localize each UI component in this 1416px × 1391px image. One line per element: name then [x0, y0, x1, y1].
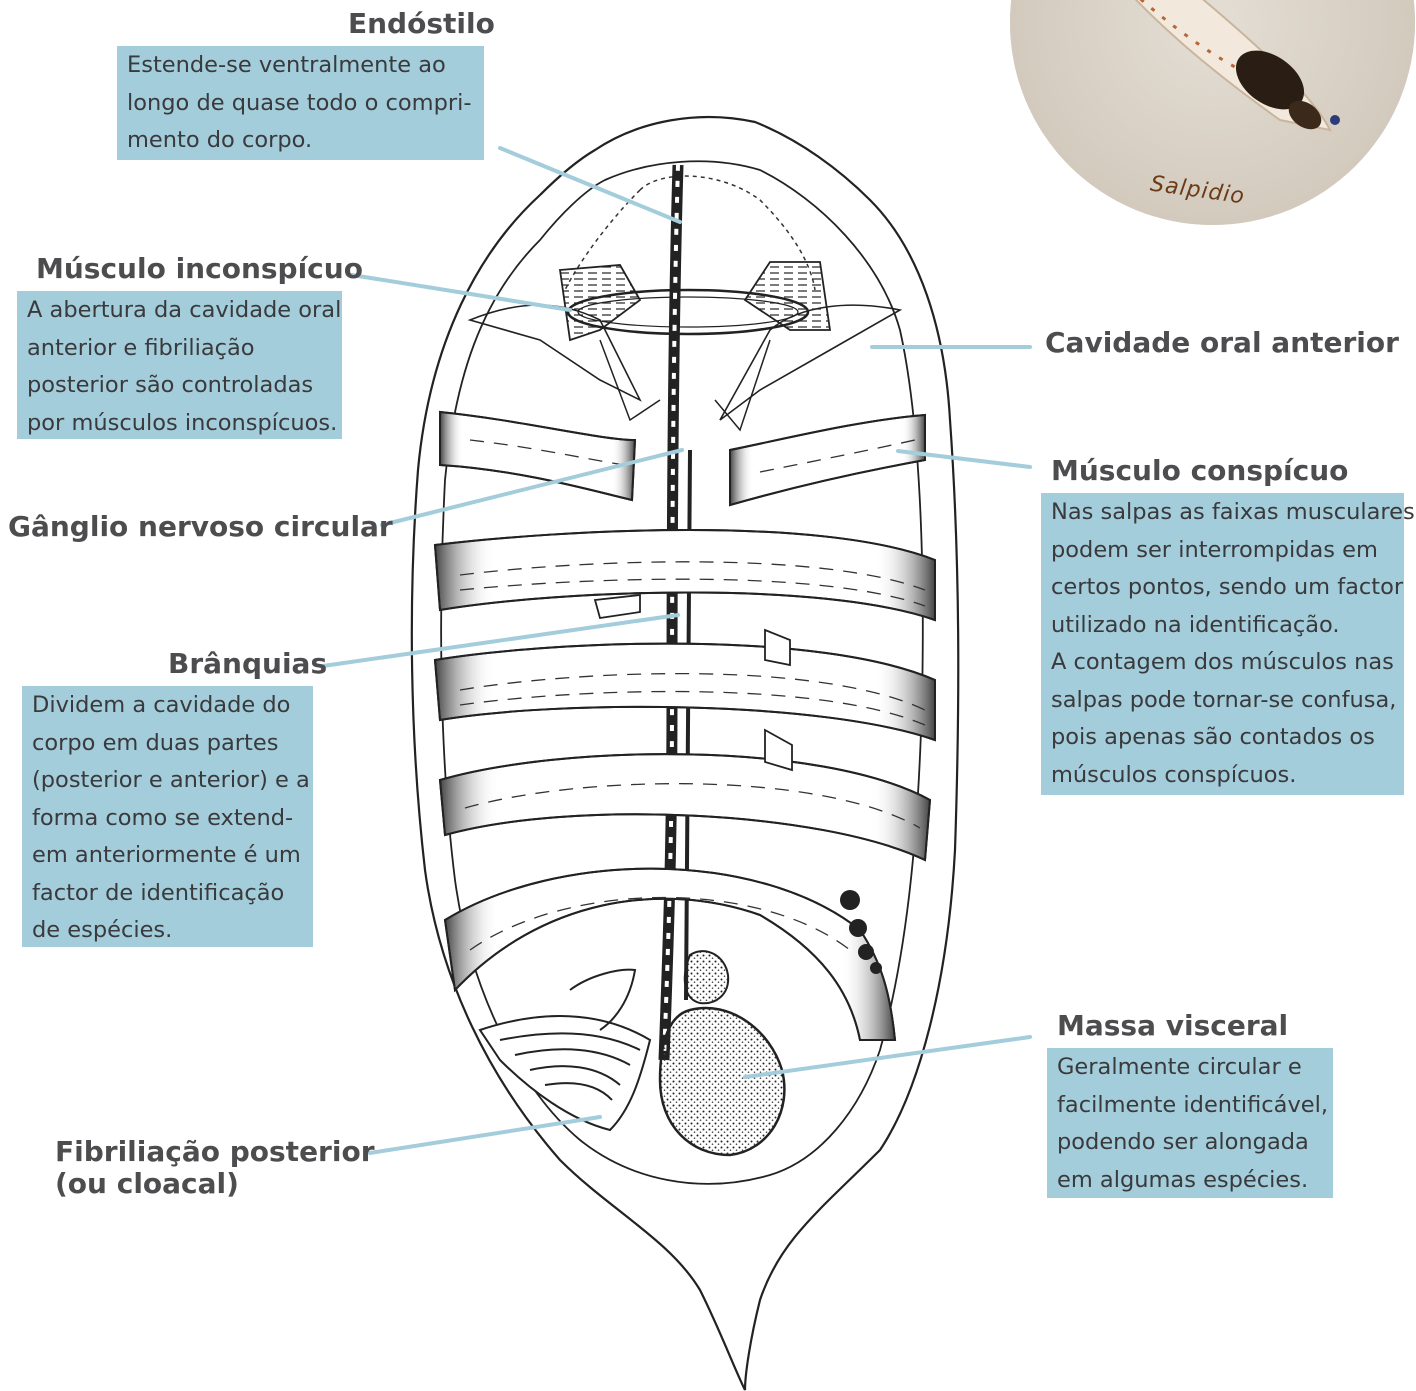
musculo-inconspicuo-line: por músculos inconspícuos.	[27, 405, 332, 443]
fibriliacao-title: Fibriliação posterior (ou cloacal)	[55, 1136, 375, 1200]
endostilo-line: mento do corpo.	[127, 122, 474, 160]
ganglio-title: Gânglio nervoso circular	[8, 511, 393, 543]
massa-visceral-line: facilmente identificável,	[1057, 1087, 1323, 1125]
musculo-conspicuo-box: Nas salpas as faixas musculares podem se…	[1041, 493, 1404, 795]
musculo-conspicuo-line: utilizado na identificação.	[1051, 607, 1394, 645]
musculo-conspicuo-title: Músculo conspícuo	[1051, 455, 1348, 487]
massa-visceral-box: Geralmente circular e facilmente identif…	[1047, 1048, 1333, 1198]
visceral-mass	[660, 1008, 784, 1155]
massa-visceral-line: podendo ser alongada	[1057, 1124, 1323, 1162]
musculo-conspicuo-line: pois apenas são contados os	[1051, 719, 1394, 757]
musculo-inconspicuo-line: posterior são controladas	[27, 367, 332, 405]
musculo-inconspicuo-line: A abertura da cavidade oral	[27, 292, 332, 330]
branquias-line: em anteriormente é um	[32, 837, 303, 875]
endostyle	[664, 165, 678, 1060]
cloacal-fibrillation	[480, 970, 650, 1130]
endostilo-title: Endóstilo	[348, 8, 495, 40]
branquias-line: (posterior e anterior) e a	[32, 762, 303, 800]
branquias-line: forma como se extend-	[32, 800, 303, 838]
musculo-conspicuo-line: Nas salpas as faixas musculares	[1051, 494, 1394, 532]
musculo-conspicuo-line: certos pontos, sendo um factor	[1051, 569, 1394, 607]
musculo-inconspicuo-box: A abertura da cavidade oral anterior e f…	[17, 291, 342, 439]
branquias-title: Brânquias	[168, 648, 327, 680]
musculo-inconspicuo-line: anterior e fibriliação	[27, 330, 332, 368]
branquias-line: Dividem a cavidade do	[32, 687, 303, 725]
musculo-conspicuo-line: podem ser interrompidas em	[1051, 532, 1394, 570]
musculo-conspicuo-line: salpas pode tornar-se confusa,	[1051, 682, 1394, 720]
endostilo-line: longo de quase todo o compri-	[127, 85, 474, 123]
branquias-box: Dividem a cavidade do corpo em duas part…	[22, 686, 313, 947]
musculo-conspicuo-line: A contagem dos músculos nas	[1051, 644, 1394, 682]
endostilo-box: Estende-se ventralmente ao longo de quas…	[117, 46, 484, 160]
musculo-inconspicuo-title: Músculo inconspícuo	[36, 253, 363, 285]
massa-visceral-line: em algumas espécies.	[1057, 1162, 1323, 1200]
branquias-line: de espécies.	[32, 912, 303, 950]
branquias-line: factor de identificação	[32, 875, 303, 913]
massa-visceral-line: Geralmente circular e	[1057, 1049, 1323, 1087]
cavidade-oral-title: Cavidade oral anterior	[1045, 327, 1399, 359]
fibriliacao-title-line2: (ou cloacal)	[55, 1168, 375, 1200]
branquias-line: corpo em duas partes	[32, 725, 303, 763]
musculo-conspicuo-line: músculos conspícuos.	[1051, 757, 1394, 795]
fibriliacao-title-line1: Fibriliação posterior	[55, 1136, 375, 1168]
endostilo-line: Estende-se ventralmente ao	[127, 47, 474, 85]
massa-visceral-title: Massa visceral	[1057, 1010, 1288, 1042]
